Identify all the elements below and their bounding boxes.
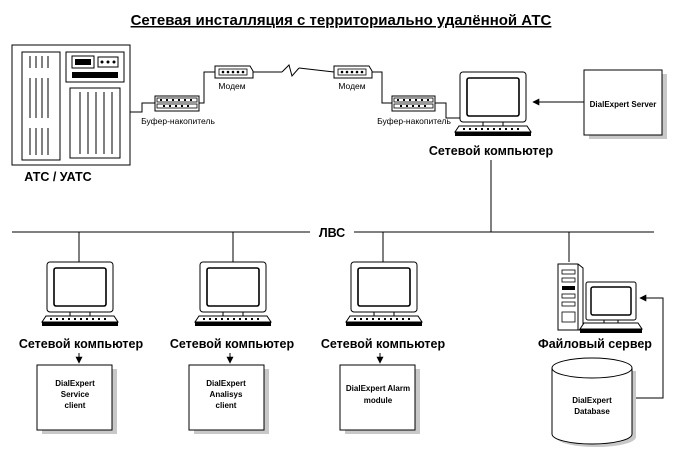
- module-3-line-2: module: [364, 396, 393, 405]
- module-3-line-1: DialExpert Alarm: [346, 384, 410, 393]
- modem-right-device: [333, 65, 373, 79]
- buffer-left-label: Буфер-накопитель: [141, 116, 215, 126]
- computer-client-2-icon: [194, 261, 272, 326]
- lan-drops: [78, 232, 570, 262]
- computer-top-icon: [454, 71, 532, 136]
- module-2-line-2: Analisys: [210, 390, 243, 399]
- computer-client-2-label: Сетевой компьютер: [170, 337, 295, 351]
- module-box-2: [188, 364, 269, 434]
- module-box-1: [36, 364, 117, 434]
- file-server-icon: [557, 263, 643, 333]
- module-box-3: [339, 364, 420, 434]
- database-cylinder: [551, 357, 636, 447]
- buffer-right-device: [391, 95, 436, 112]
- module-2-line-3: client: [216, 401, 237, 410]
- computer-client-1-label: Сетевой компьютер: [19, 337, 144, 351]
- computer-client-1-icon: [41, 261, 119, 326]
- file-server-label: Файловый сервер: [538, 337, 652, 351]
- database-line-2: Database: [574, 407, 610, 416]
- modem-left-label: Модем: [218, 81, 245, 91]
- buffer-right-label: Буфер-накопитель: [377, 116, 451, 126]
- database-line-1: DialExpert: [572, 396, 612, 405]
- module-1-line-1: DialExpert: [55, 379, 95, 388]
- dialexpert-server-box: [583, 69, 667, 139]
- computer-top-label: Сетевой компьютер: [429, 144, 554, 158]
- lan-label-bg: [310, 223, 354, 241]
- module-1-line-2: Service: [61, 390, 90, 399]
- database-arrow: [618, 294, 664, 399]
- module-1-line-3: client: [65, 401, 86, 410]
- modem-right-label: Модем: [338, 81, 365, 91]
- computer-client-3-icon: [345, 261, 423, 326]
- buffer-left-device: [154, 95, 200, 112]
- pbx-cabinet: [11, 44, 131, 166]
- module-2-line-1: DialExpert: [206, 379, 246, 388]
- remote-link-lines: [130, 64, 460, 119]
- pbx-label: АТС / УАТС: [24, 170, 91, 184]
- dialexpert-server-label: DialExpert Server: [590, 100, 657, 109]
- lan-label: ЛВС: [319, 226, 345, 240]
- computer-client-3-label: Сетевой компьютер: [321, 337, 446, 351]
- diagram-title: Сетевая инсталляция с территориально уда…: [131, 12, 552, 29]
- modem-left-device: [214, 65, 254, 79]
